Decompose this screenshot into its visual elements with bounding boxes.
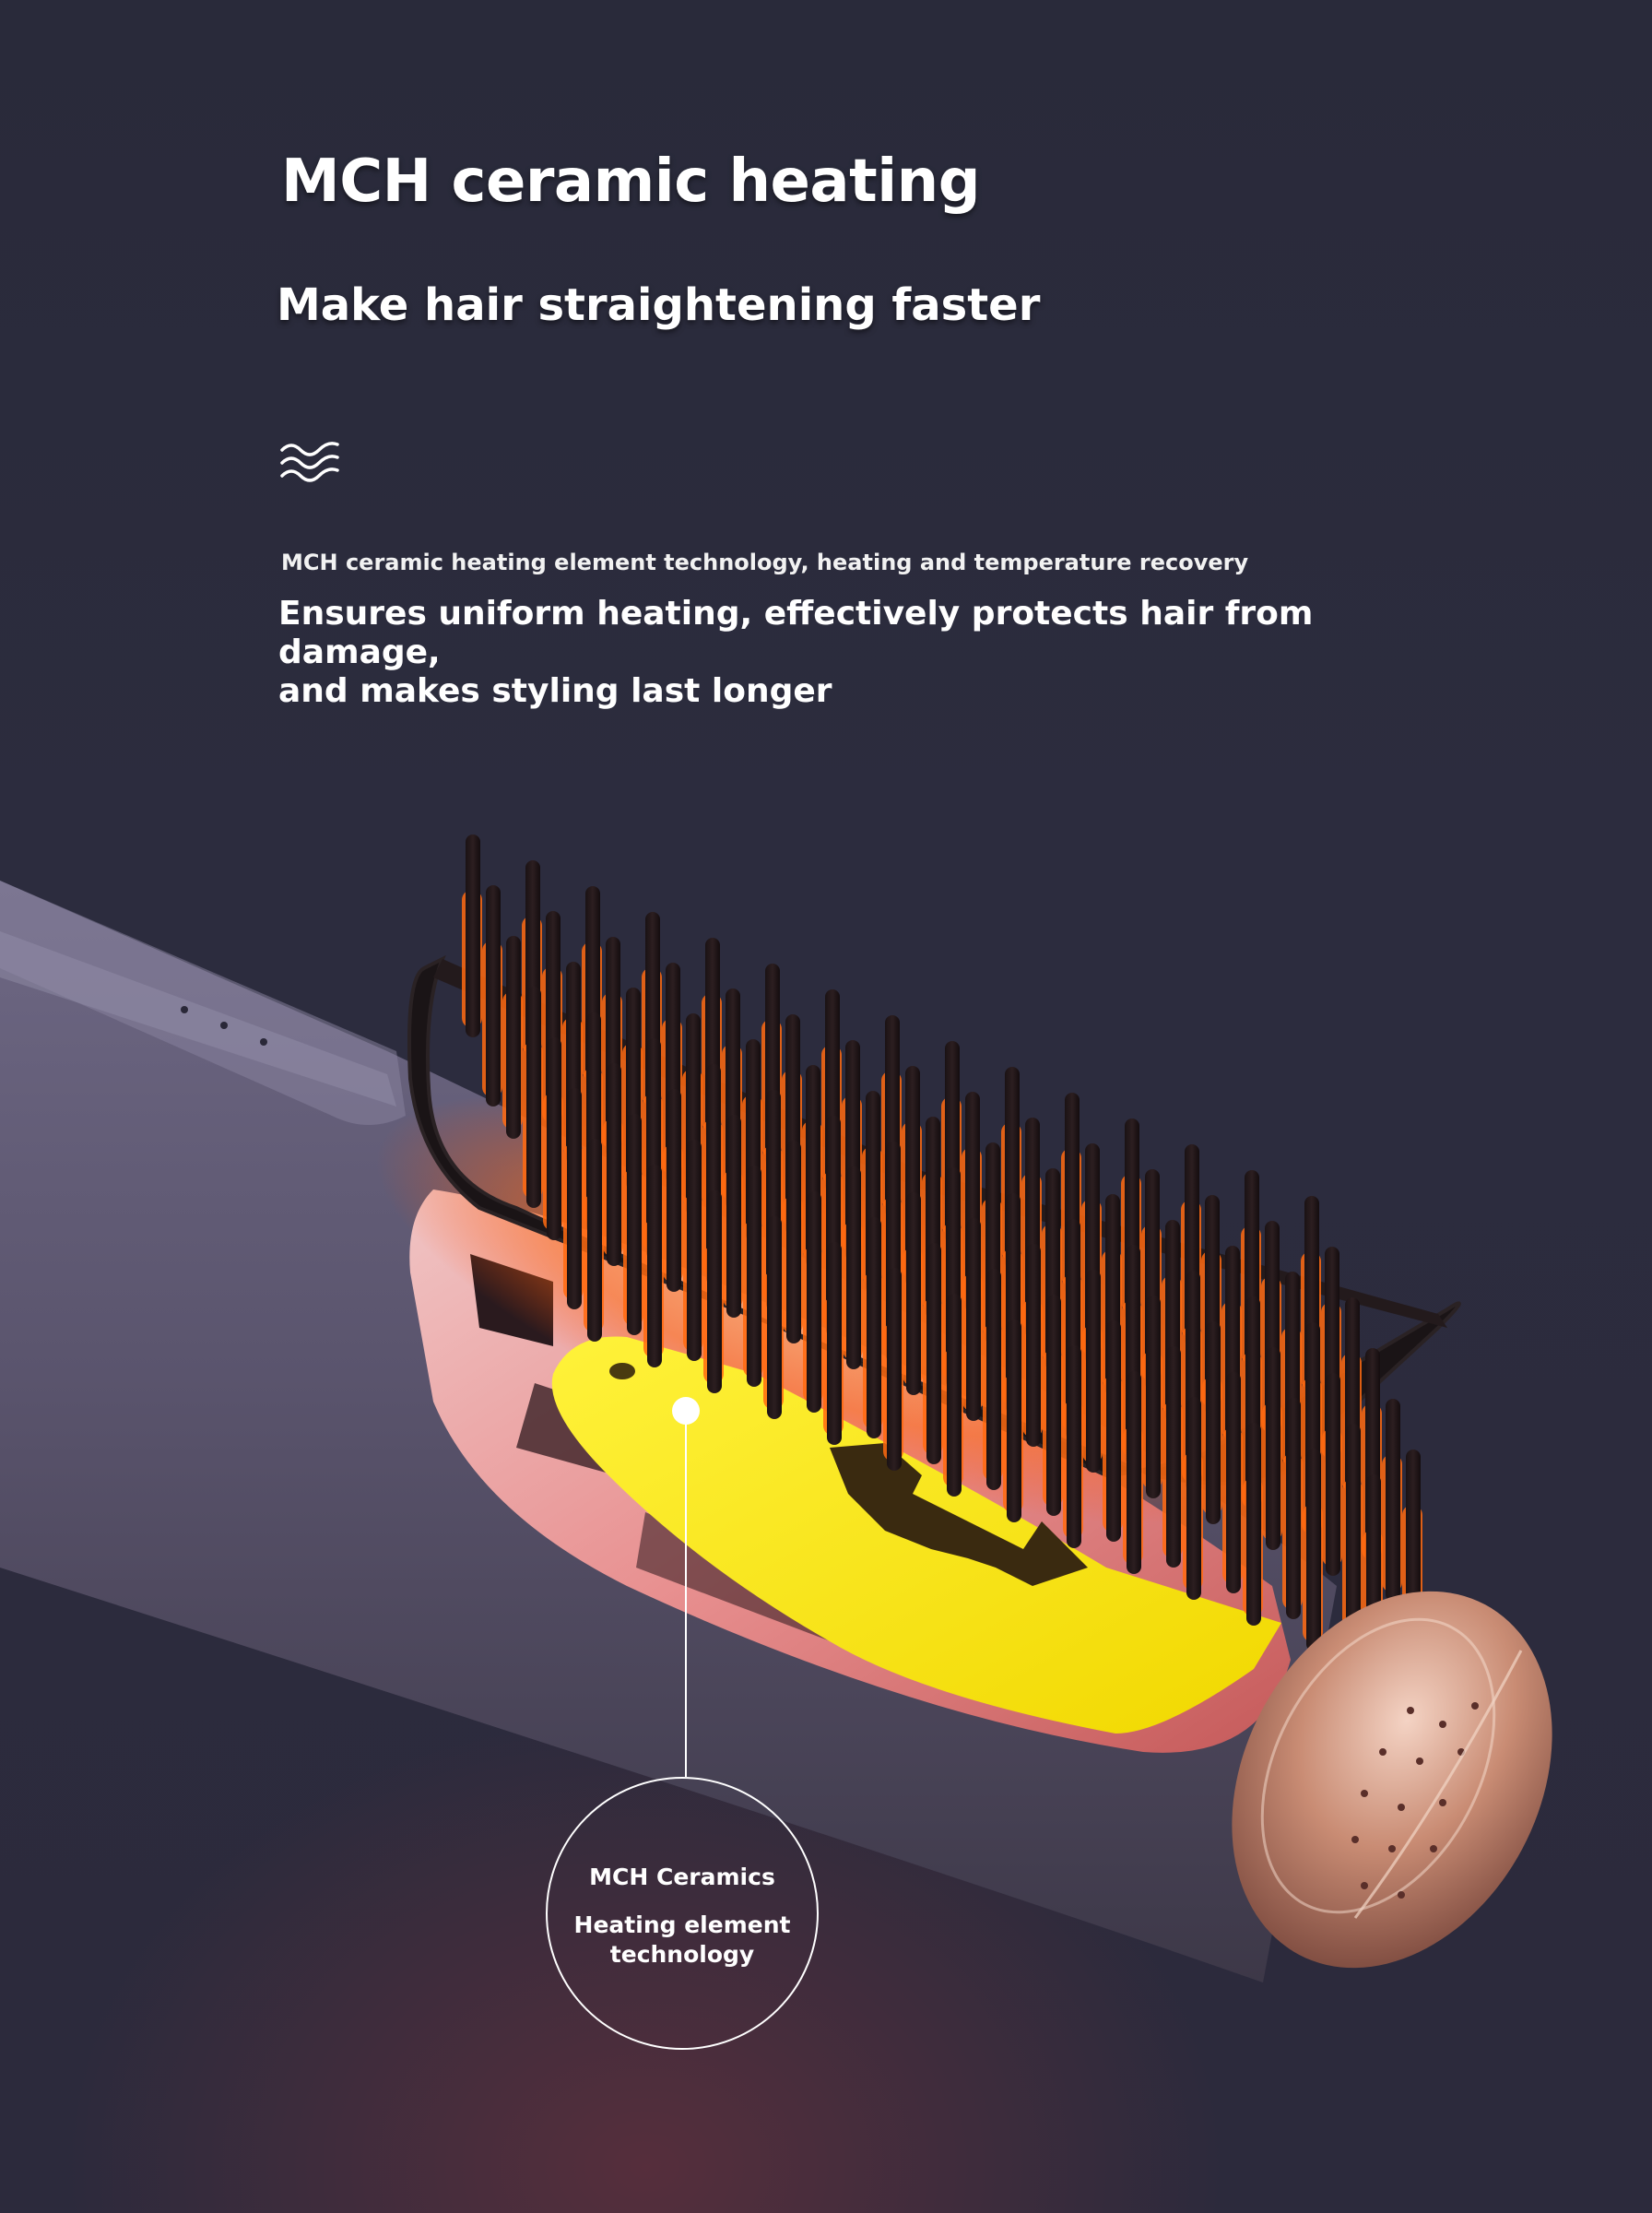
bristle xyxy=(947,1294,962,1497)
bristle xyxy=(1386,1399,1400,1602)
bristle xyxy=(707,1190,722,1393)
bristle xyxy=(1067,1345,1081,1548)
bristle xyxy=(1226,1372,1241,1593)
bristle xyxy=(647,1165,662,1367)
bristle xyxy=(1266,1347,1280,1550)
headline: MCH ceramic heating xyxy=(281,148,981,216)
bristle xyxy=(1106,1320,1121,1542)
bristle xyxy=(1127,1371,1141,1574)
description-line-2: and makes styling last longer xyxy=(278,672,832,710)
bristle xyxy=(1146,1296,1161,1498)
bristle xyxy=(827,1242,842,1445)
bristle xyxy=(567,1088,582,1309)
bristle xyxy=(786,1141,801,1343)
bristle xyxy=(966,1218,981,1421)
bristle xyxy=(1026,1244,1041,1447)
bristle xyxy=(1246,1423,1261,1626)
bristle xyxy=(667,1089,681,1292)
description-large: Ensures uniform heating, effectively pro… xyxy=(278,595,1385,711)
bristle xyxy=(1046,1295,1061,1516)
heat-wave-icon xyxy=(280,442,339,482)
mch-ceramics-callout: MCH Ceramics Heating element technology xyxy=(546,1777,819,2050)
bristle xyxy=(547,1037,561,1240)
bristle xyxy=(747,1166,761,1387)
bristle xyxy=(867,1217,881,1438)
bristle xyxy=(1286,1398,1301,1619)
bristle xyxy=(1007,1320,1021,1522)
bristle xyxy=(1086,1270,1101,1473)
bristle xyxy=(1166,1346,1181,1568)
bristle xyxy=(1346,1424,1361,1645)
bristle xyxy=(587,1139,602,1342)
bristle xyxy=(1206,1321,1221,1524)
bristle xyxy=(1186,1397,1201,1600)
bristle xyxy=(486,885,501,1106)
bristle xyxy=(906,1192,921,1395)
bristle xyxy=(1306,1449,1321,1651)
callout-title: MCH Ceramics xyxy=(589,1864,775,1890)
bristle xyxy=(526,987,541,1208)
bristle xyxy=(846,1166,861,1369)
bristle-group xyxy=(462,834,1422,1677)
bristle xyxy=(726,1115,741,1318)
bristle xyxy=(767,1216,782,1419)
bristle xyxy=(986,1269,1001,1490)
bristle xyxy=(627,1114,642,1335)
bristle xyxy=(506,936,521,1139)
bristle xyxy=(1326,1373,1340,1576)
description-line-1: Ensures uniform heating, effectively pro… xyxy=(278,595,1314,671)
description-small: MCH ceramic heating element technology, … xyxy=(281,550,1249,575)
bristle xyxy=(887,1268,902,1471)
callout-line-1: Heating element xyxy=(573,1911,791,1938)
bristle xyxy=(466,834,480,1037)
subheadline: Make hair straightening faster xyxy=(277,279,1041,331)
bristle xyxy=(807,1191,821,1413)
callout-line-2: technology xyxy=(609,1941,755,1968)
bristle xyxy=(607,1063,621,1266)
bristle xyxy=(687,1140,702,1361)
bristle xyxy=(926,1243,941,1464)
